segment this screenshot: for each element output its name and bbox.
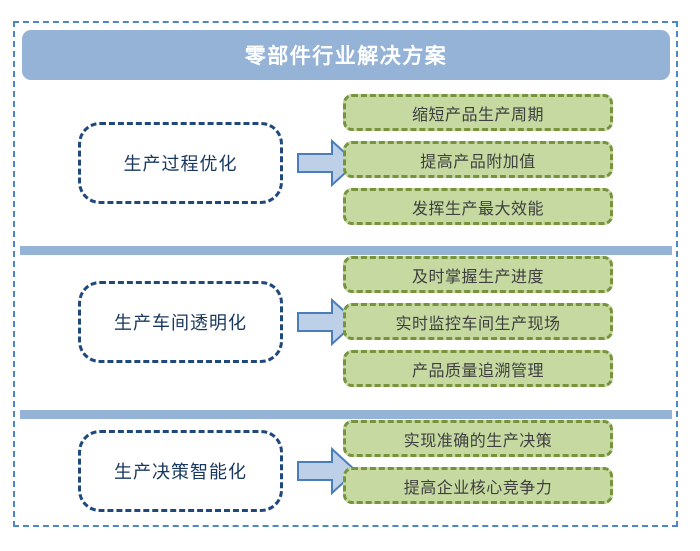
outcome-stack-2: 及时掌握生产进度 实时监控车间生产现场 产品质量追溯管理	[343, 256, 613, 387]
outer-dashed-frame	[13, 21, 678, 527]
outcome-box[interactable]: 提高产品附加值	[343, 141, 613, 178]
outcome-label: 发挥生产最大效能	[411, 200, 544, 218]
section-divider-1	[20, 246, 672, 255]
section-row-2: 生产车间透明化 及时掌握生产进度 实时监控车间生产现场 产品质量追溯管理	[13, 256, 678, 404]
section-label-3: 生产决策智能化	[114, 462, 247, 482]
outcome-box[interactable]: 实现准确的生产决策	[343, 420, 613, 457]
section-row-1: 生产过程优化 缩短产品生产周期 提高产品附加值 发挥生产最大效能	[13, 90, 678, 240]
section-title-box-2[interactable]: 生产车间透明化	[78, 281, 283, 363]
page-title: 零部件行业解决方案	[244, 45, 448, 68]
outcome-label: 实现准确的生产决策	[403, 432, 553, 450]
outcome-box[interactable]: 及时掌握生产进度	[343, 256, 613, 293]
outcome-label: 提高企业核心竞争力	[403, 479, 553, 497]
outcome-label: 提高产品附加值	[420, 153, 536, 171]
outcome-label: 及时掌握生产进度	[411, 268, 544, 286]
section-divider-2	[20, 410, 672, 419]
outcome-stack-1: 缩短产品生产周期 提高产品附加值 发挥生产最大效能	[343, 94, 613, 225]
outcome-box[interactable]: 缩短产品生产周期	[343, 94, 613, 131]
section-title-box-1[interactable]: 生产过程优化	[78, 122, 283, 204]
outcome-label: 缩短产品生产周期	[411, 106, 544, 124]
section-label-1: 生产过程优化	[123, 154, 238, 174]
outcome-box[interactable]: 产品质量追溯管理	[343, 350, 613, 387]
outcome-stack-3: 实现准确的生产决策 提高企业核心竞争力	[343, 420, 613, 504]
outcome-label: 实时监控车间生产现场	[395, 315, 561, 333]
outcome-label: 产品质量追溯管理	[411, 362, 544, 380]
section-label-2: 生产车间透明化	[114, 313, 247, 333]
section-row-3: 生产决策智能化 实现准确的生产决策 提高企业核心竞争力	[13, 420, 678, 520]
outcome-box[interactable]: 实时监控车间生产现场	[343, 303, 613, 340]
outcome-box[interactable]: 提高企业核心竞争力	[343, 467, 613, 504]
header-banner: 零部件行业解决方案	[22, 30, 670, 80]
outcome-box[interactable]: 发挥生产最大效能	[343, 188, 613, 225]
section-title-box-3[interactable]: 生产决策智能化	[78, 430, 283, 512]
